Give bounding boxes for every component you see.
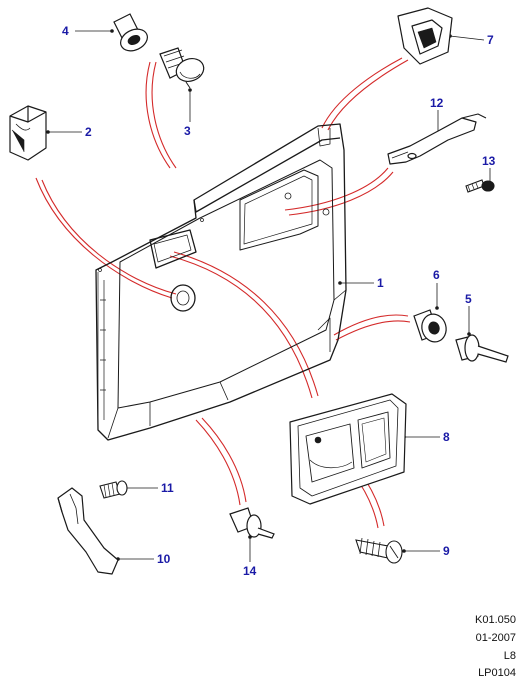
callout-11: 11 bbox=[161, 481, 174, 495]
handle-bracket-12 bbox=[387, 113, 487, 165]
callout-7: 7 bbox=[487, 33, 494, 47]
leader-3b bbox=[151, 61, 177, 169]
rivet-5 bbox=[455, 334, 509, 363]
leader-dots bbox=[46, 29, 492, 561]
panel-top-edge bbox=[193, 137, 341, 213]
push-clip-3 bbox=[159, 47, 205, 89]
callout-6: 6 bbox=[433, 268, 440, 282]
leader-14b bbox=[201, 417, 247, 503]
callout-13: 13 bbox=[482, 154, 496, 168]
cover-cap-2 bbox=[9, 105, 47, 161]
callout-3: 3 bbox=[184, 124, 191, 138]
pull-handle-10 bbox=[57, 487, 119, 575]
reference-page: LP0104 bbox=[478, 667, 516, 679]
leader-2b bbox=[41, 179, 177, 295]
leader-7a bbox=[321, 57, 403, 129]
callout-5: 5 bbox=[465, 292, 472, 306]
leader-3a bbox=[145, 61, 171, 169]
panel-handle-recess bbox=[149, 229, 197, 269]
reference-date: 01-2007 bbox=[475, 632, 516, 644]
screw-9 bbox=[355, 537, 403, 564]
screw-13 bbox=[465, 179, 495, 193]
bush-6 bbox=[413, 309, 447, 343]
leader-12a bbox=[284, 167, 389, 211]
leader-6b bbox=[335, 320, 411, 341]
callout-14: 14 bbox=[243, 564, 257, 578]
door-trim-panel bbox=[95, 123, 347, 441]
leader-2a bbox=[35, 177, 173, 299]
leader-6a bbox=[333, 314, 409, 336]
callout-12: 12 bbox=[430, 96, 444, 110]
handle-bezel-8 bbox=[289, 393, 407, 505]
panel-handle-recess-inner bbox=[153, 234, 192, 263]
bush-4 bbox=[113, 13, 148, 52]
clip-7 bbox=[397, 7, 453, 65]
callout-2: 2 bbox=[85, 125, 92, 139]
leader-7b bbox=[327, 59, 409, 131]
callout-9: 9 bbox=[443, 544, 450, 558]
panel-outline bbox=[95, 123, 347, 441]
panel-grommet bbox=[170, 284, 196, 312]
callout-8: 8 bbox=[443, 430, 450, 444]
leader-line-7 bbox=[449, 35, 485, 41]
leader-12b bbox=[288, 171, 394, 216]
panel-pocket-inner bbox=[243, 175, 313, 245]
reference-code: K01.050 bbox=[475, 614, 516, 626]
callout-1: 1 bbox=[377, 276, 384, 290]
reference-model: L8 bbox=[503, 650, 516, 662]
panel-pocket bbox=[239, 169, 319, 251]
panel-inner bbox=[117, 159, 335, 409]
screw-11 bbox=[99, 480, 128, 499]
callout-4: 4 bbox=[62, 24, 69, 38]
rivet-14 bbox=[229, 507, 275, 539]
callout-10: 10 bbox=[157, 552, 171, 566]
leader-14a bbox=[195, 419, 241, 506]
